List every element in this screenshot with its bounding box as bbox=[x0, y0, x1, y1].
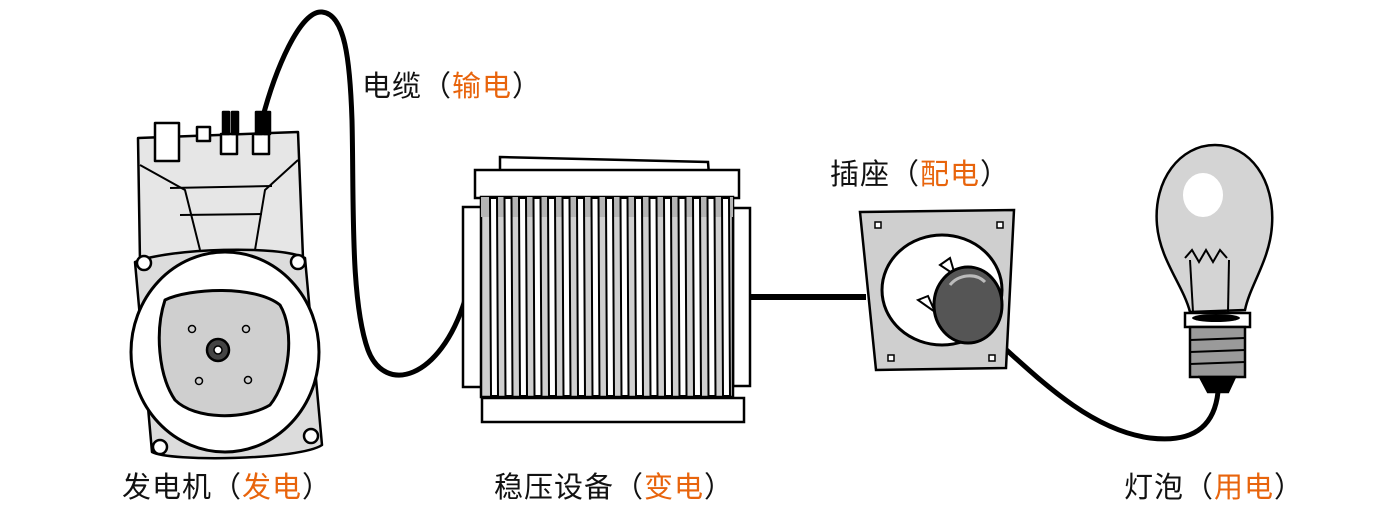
paren-close: ） bbox=[302, 470, 333, 504]
stage-role: 输电 bbox=[452, 69, 513, 103]
cable-generator-to-regulator bbox=[259, 9, 468, 378]
stage-label-regulator: 稳压设备（变电） bbox=[494, 473, 734, 502]
regulator-fin bbox=[503, 197, 514, 397]
regulator-fin bbox=[691, 197, 703, 397]
regulator-fin bbox=[604, 197, 616, 397]
stage-label-socket: 插座（配电） bbox=[830, 160, 1010, 189]
paren-close: ） bbox=[1274, 470, 1305, 504]
transformer-icon bbox=[461, 155, 752, 424]
paren-open: （ bbox=[212, 470, 243, 504]
paren-close: ） bbox=[512, 69, 543, 103]
stage-name: 插座 bbox=[830, 157, 891, 191]
socket-icon bbox=[858, 208, 1016, 372]
regulator-fin bbox=[575, 197, 587, 397]
regulator-fin bbox=[532, 197, 543, 397]
regulator-fin bbox=[677, 197, 688, 397]
regulator-fin bbox=[546, 197, 558, 397]
paren-close: ） bbox=[980, 157, 1011, 191]
regulator-fin bbox=[561, 197, 572, 397]
generator-icon bbox=[129, 110, 324, 460]
regulator-fin bbox=[488, 197, 500, 397]
regulator-fin bbox=[633, 197, 645, 397]
cable-plug-to-bulb bbox=[987, 332, 1221, 442]
regulator-fin bbox=[648, 197, 659, 397]
plug-icon bbox=[932, 265, 1004, 345]
stage-name: 电缆 bbox=[362, 69, 423, 103]
regulator-fin bbox=[590, 197, 601, 397]
regulator-fin bbox=[706, 197, 717, 397]
regulator-fin bbox=[517, 197, 529, 397]
paren-open: （ bbox=[422, 69, 453, 103]
stage-role: 发电 bbox=[242, 470, 303, 504]
regulator-fin bbox=[662, 197, 674, 397]
paren-open: （ bbox=[890, 157, 921, 191]
paren-close: ） bbox=[704, 470, 735, 504]
paren-open: （ bbox=[1184, 470, 1215, 504]
stage-label-cable: 电缆（输电） bbox=[362, 72, 542, 101]
regulator-fin bbox=[619, 197, 630, 397]
stage-name: 稳压设备 bbox=[494, 470, 615, 504]
stage-label-bulb: 灯泡（用电） bbox=[1124, 473, 1304, 502]
stage-name: 发电机 bbox=[122, 470, 213, 504]
stage-role: 变电 bbox=[644, 470, 705, 504]
paren-open: （ bbox=[614, 470, 645, 504]
stage-role: 配电 bbox=[920, 157, 981, 191]
regulator-fin bbox=[720, 197, 732, 397]
stage-role: 用电 bbox=[1214, 470, 1275, 504]
stage-name: 灯泡 bbox=[1124, 470, 1185, 504]
stage-label-generator: 发电机（发电） bbox=[122, 473, 332, 502]
light-bulb-icon bbox=[1155, 143, 1274, 394]
